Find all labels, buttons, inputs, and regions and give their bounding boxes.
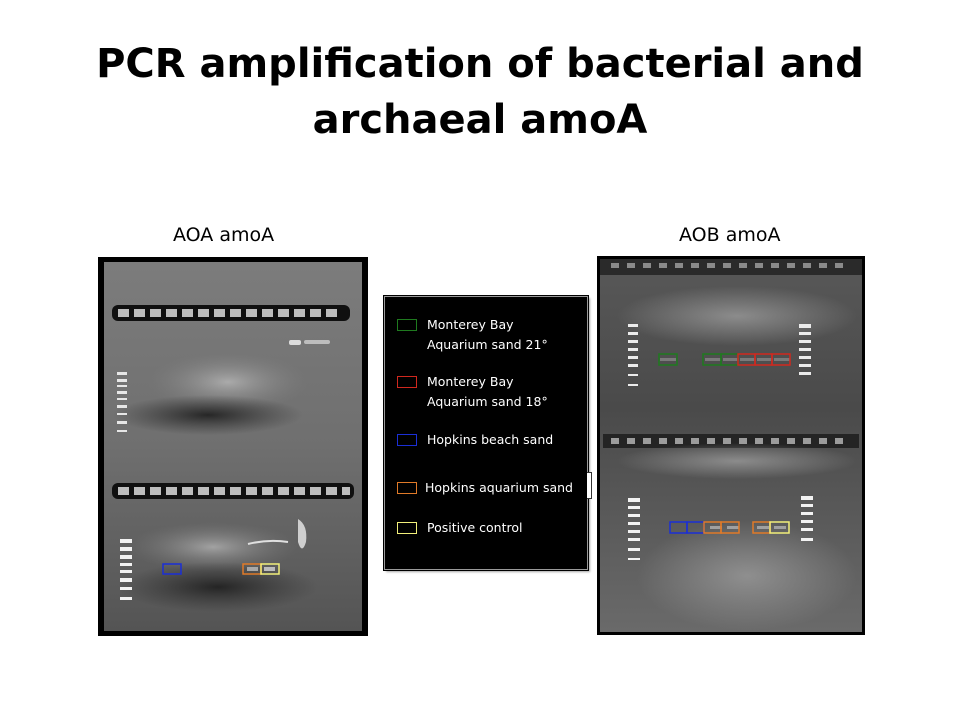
legend-label-monterey-18: Monterey Bay Aquarium sand 18° [427, 374, 548, 409]
aob-ladder-bottom-right [801, 496, 813, 541]
aob-ladder-bottom-left [628, 498, 640, 560]
aob-gel-label: AOB amoA [679, 224, 781, 246]
aob-ladder-top-left [628, 324, 638, 386]
legend-item-monterey-21: Monterey Bay Aquarium sand 21° [397, 315, 548, 355]
aoa-well-teeth-bottom [118, 487, 350, 495]
aoa-band-box-positive-control [260, 563, 280, 575]
aob-gel-image [597, 256, 865, 635]
legend-swatch-monterey-21 [397, 319, 417, 331]
legend-item-hopkins-beach: Hopkins beach sand [397, 430, 553, 450]
aob-band-box-monterey-21-a [658, 353, 678, 366]
legend-item-hopkins-aquarium: Hopkins aquarium sand [397, 478, 573, 498]
aob-band-box-positive-control [769, 521, 790, 534]
legend-label-positive-control: Positive control [427, 520, 523, 535]
aoa-gel-label: AOA amoA [173, 224, 275, 246]
slide-title-line-1: PCR amplification of bacterial and [96, 41, 864, 87]
slide-title: PCR amplification of bacterial and archa… [60, 36, 900, 148]
aob-ladder-top-right [799, 324, 811, 375]
slide-title-line-2: archaeal amoA [312, 97, 648, 143]
legend-side-tab [587, 472, 592, 499]
legend-swatch-hopkins-aquarium [397, 482, 417, 494]
legend-swatch-positive-control [397, 522, 417, 534]
aob-well-teeth-top [611, 263, 843, 268]
legend-label-hopkins-aquarium: Hopkins aquarium sand [425, 480, 573, 495]
aob-band-box-hopkins-aquarium-b [720, 521, 740, 534]
legend-swatch-hopkins-beach [397, 434, 417, 446]
aob-gel-graphic [600, 259, 862, 632]
aob-well-teeth-bottom [611, 438, 843, 444]
aob-band-box-monterey-18-c [771, 353, 791, 366]
aoa-ladder-top [117, 372, 127, 432]
legend-item-monterey-18: Monterey Bay Aquarium sand 18° [397, 372, 548, 412]
aoa-ladder-bottom [120, 539, 132, 600]
legend-panel: Monterey Bay Aquarium sand 21° Monterey … [384, 296, 588, 570]
legend-swatch-monterey-18 [397, 376, 417, 388]
aoa-gel-graphic [104, 262, 362, 631]
aoa-gel-image [98, 257, 368, 636]
aoa-well-teeth-top [118, 309, 337, 317]
legend-item-positive-control: Positive control [397, 518, 523, 538]
legend-label-hopkins-beach: Hopkins beach sand [427, 432, 554, 447]
legend-label-monterey-21: Monterey Bay Aquarium sand 21° [427, 317, 548, 352]
aoa-band-box-hopkins-beach [162, 563, 182, 575]
